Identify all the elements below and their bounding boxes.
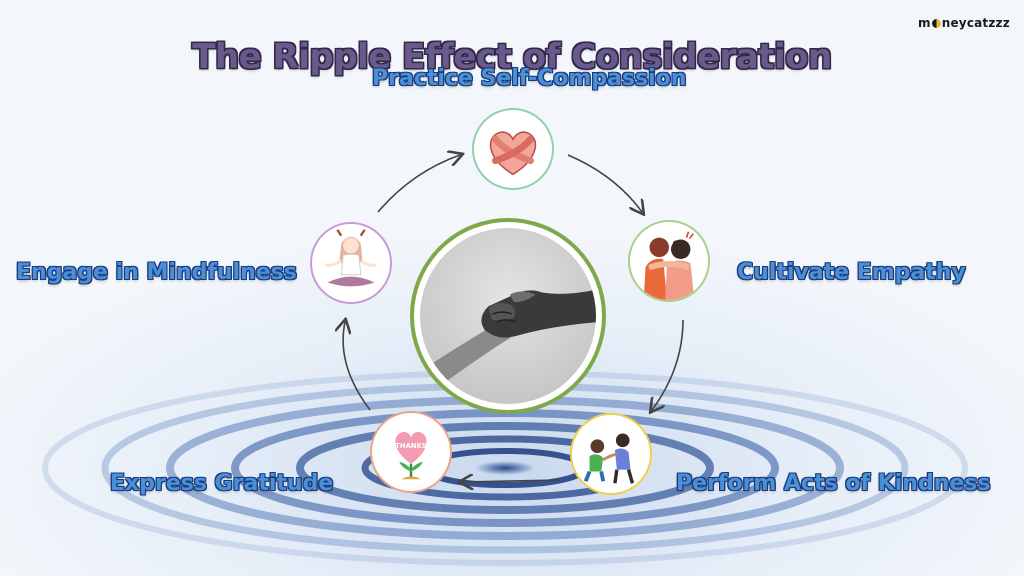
friends-embrace-icon bbox=[643, 231, 695, 300]
node-empathy bbox=[628, 220, 710, 302]
label-gratitude: Express Gratitude bbox=[110, 471, 334, 496]
node-mindfulness bbox=[310, 222, 392, 304]
label-self-compassion: Practice Self-Compassion bbox=[372, 66, 687, 91]
helping-children-icon bbox=[583, 433, 635, 484]
svg-text:THANKS: THANKS bbox=[395, 442, 427, 450]
diagram-title: The Ripple Effect of Consideration bbox=[192, 36, 832, 77]
label-empathy: Cultivate Empathy bbox=[737, 260, 966, 285]
node-self-compassion bbox=[472, 108, 554, 190]
node-gratitude: THANKS bbox=[370, 411, 452, 493]
meditation-icon bbox=[325, 229, 377, 287]
center-image bbox=[410, 218, 606, 414]
thanks-plant-icon: THANKS bbox=[395, 431, 427, 480]
node-kindness bbox=[570, 413, 652, 495]
heart-hug-icon bbox=[489, 131, 537, 176]
label-mindfulness: Engage in Mindfulness bbox=[16, 260, 297, 285]
label-kindness: Perform Acts of Kindness bbox=[676, 471, 991, 496]
handshake-grip-icon bbox=[420, 289, 596, 401]
coin-icon bbox=[931, 19, 941, 28]
